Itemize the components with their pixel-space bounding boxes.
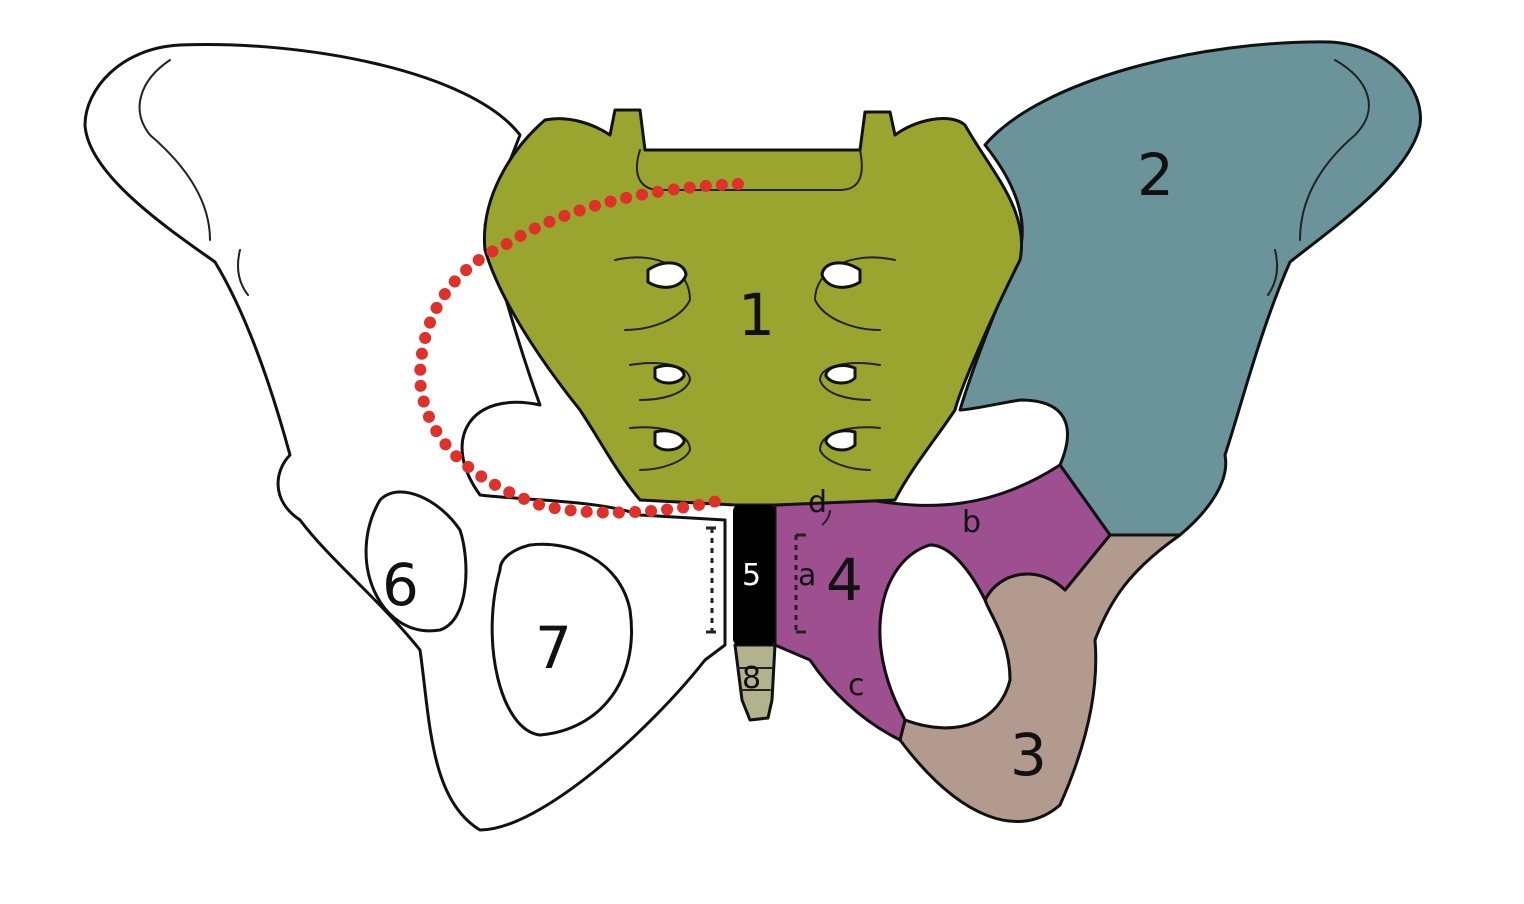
sacrum bbox=[482, 108, 1023, 507]
label-c: c bbox=[848, 668, 865, 703]
right-ilium bbox=[958, 40, 1422, 537]
label-8: 8 bbox=[742, 661, 761, 696]
pubic-symphysis bbox=[733, 505, 775, 645]
left-hip-bone bbox=[83, 43, 727, 832]
label-3: 3 bbox=[1010, 721, 1047, 789]
label-7: 7 bbox=[535, 614, 572, 682]
symphysis-bar bbox=[733, 505, 775, 645]
label-b: b bbox=[962, 505, 981, 540]
label-6: 6 bbox=[382, 551, 419, 619]
coccyx bbox=[733, 643, 777, 722]
right-pubis bbox=[773, 463, 1112, 742]
label-d: d bbox=[808, 485, 827, 520]
label-4: 4 bbox=[826, 546, 863, 614]
label-a: a bbox=[798, 558, 816, 593]
label-5: 5 bbox=[742, 558, 761, 593]
label-2: 2 bbox=[1137, 141, 1174, 209]
red-dotted-line bbox=[413, 178, 744, 519]
label-1: 1 bbox=[738, 281, 775, 349]
labels: 1 2 3 4 5 6 7 8 a b c d bbox=[382, 141, 1174, 789]
